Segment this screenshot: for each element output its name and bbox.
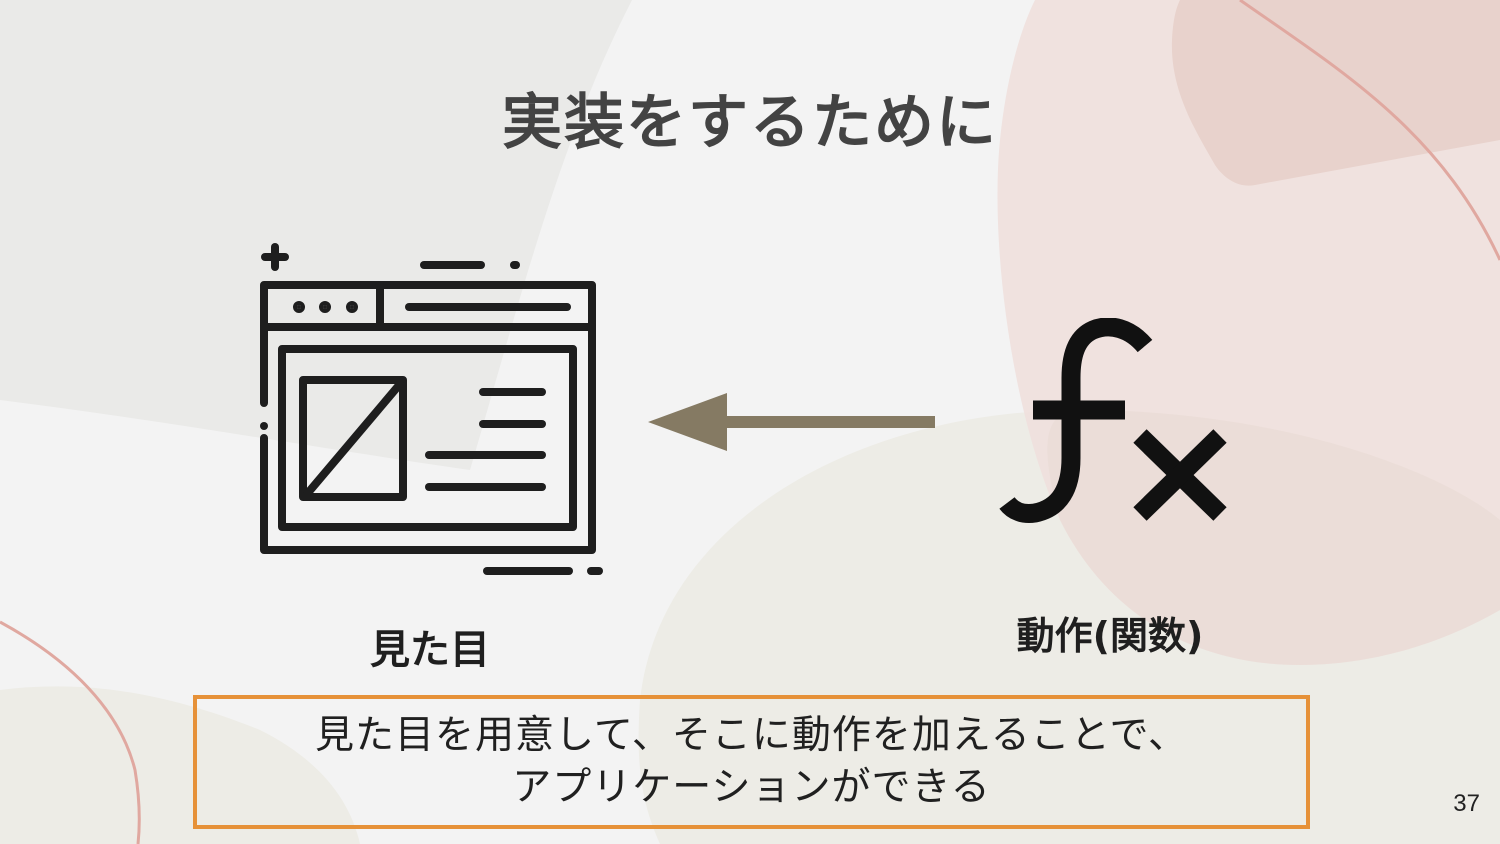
arrow-left-icon: [648, 393, 935, 451]
browser-window-icon: [260, 243, 603, 575]
slide-title: 実装をするために: [502, 88, 998, 158]
appearance-label: 見た目: [370, 627, 490, 673]
callout-line-2: アプリケーションができる: [512, 765, 991, 810]
summary-callout: 見た目を用意して、そこに動作を加えることで、 アプリケーションができる: [193, 695, 1310, 829]
callout-line-1: 見た目を用意して、そこに動作を加えることで、: [315, 713, 1188, 758]
behavior-function-label: 動作(関数): [1016, 614, 1204, 658]
page-number: 37: [1453, 790, 1480, 817]
function-fx-icon: [999, 318, 1227, 523]
